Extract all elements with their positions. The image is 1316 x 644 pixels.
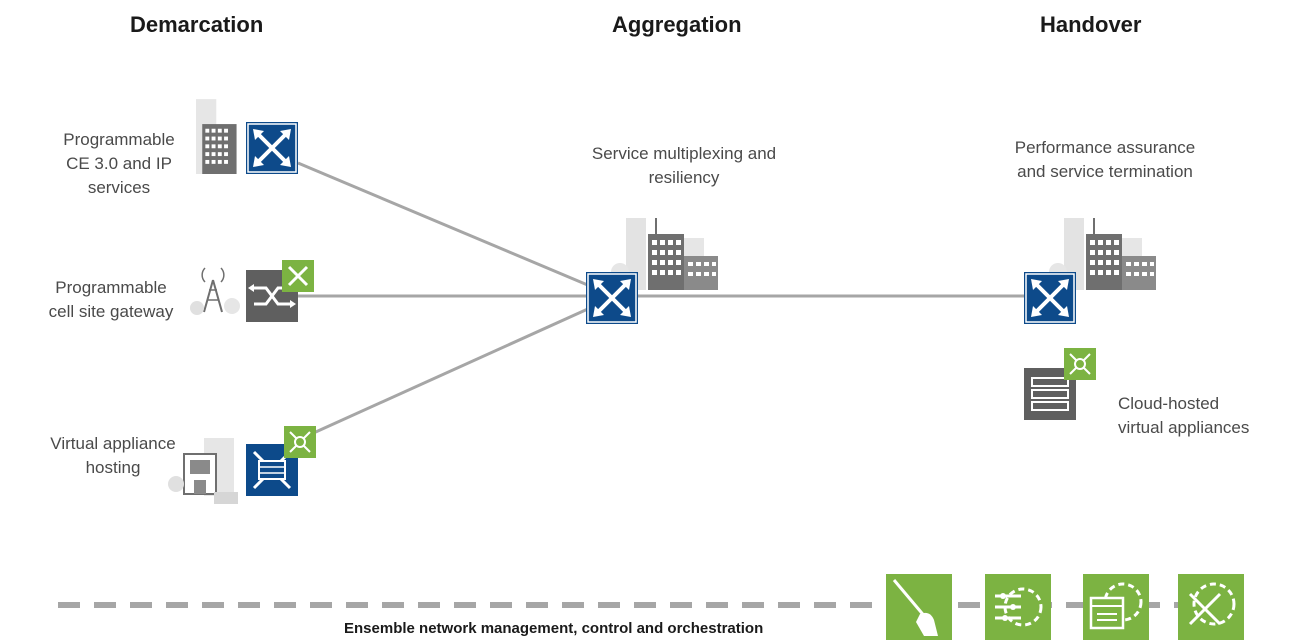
heading-aggregation: Aggregation bbox=[612, 12, 742, 37]
label-service-multiplexing: Service multiplexing and resiliency bbox=[591, 144, 777, 187]
link-vnf-to-aggregation bbox=[297, 306, 591, 442]
cell-tower-icon bbox=[190, 267, 240, 315]
virtual-function-icon bbox=[282, 260, 314, 292]
label-virtual-appliance-hosting: Virtual appliance hosting bbox=[50, 434, 176, 477]
label-cell-site-gateway: Programmable cell site gateway bbox=[48, 278, 174, 321]
heading-demarcation: Demarcation bbox=[130, 12, 264, 37]
network-switch-icon bbox=[584, 270, 640, 326]
virtual-function-icon bbox=[1064, 348, 1096, 380]
link-ce-to-aggregation bbox=[297, 161, 591, 288]
label-cloud-hosted: Cloud-hosted virtual appliances bbox=[1118, 394, 1250, 437]
label-performance-assurance: Performance assurance and service termin… bbox=[1014, 138, 1196, 181]
network-switch-icon bbox=[1022, 270, 1078, 326]
virtual-function-icon bbox=[284, 426, 316, 458]
footer-management-label: Ensemble network management, control and… bbox=[344, 620, 764, 637]
orchestration-window-icon[interactable] bbox=[1083, 574, 1149, 640]
control-gear-icon[interactable] bbox=[985, 574, 1051, 640]
building-icon bbox=[196, 99, 237, 174]
network-switch-icon bbox=[244, 120, 300, 176]
label-programmable-ce: Programmable CE 3.0 and IP services bbox=[63, 130, 175, 197]
conductor-baton-icon[interactable] bbox=[886, 574, 952, 640]
heading-handover: Handover bbox=[1040, 12, 1142, 37]
building-icon bbox=[168, 438, 238, 504]
managed-switch-gear-icon[interactable] bbox=[1178, 574, 1244, 640]
